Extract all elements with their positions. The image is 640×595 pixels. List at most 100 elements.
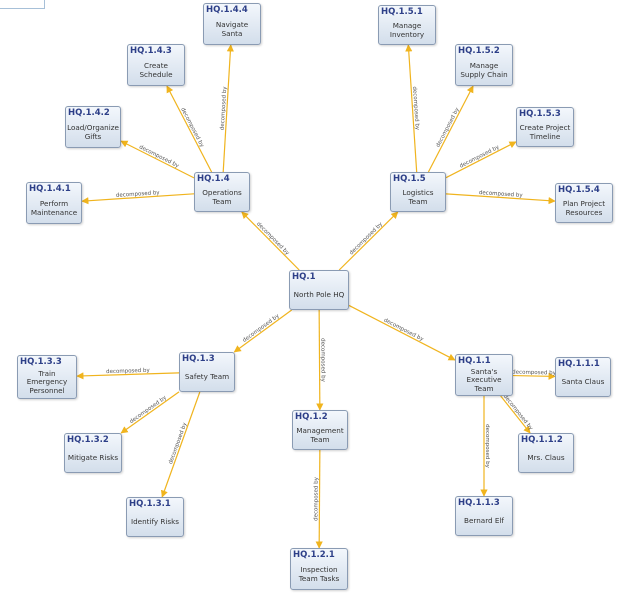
node-id: HQ.1.1 (458, 356, 491, 366)
node-hq-1-4-3[interactable]: HQ.1.4.3 Create Schedule (127, 44, 185, 86)
edge-label: decomposed by (459, 144, 501, 170)
node-label: Santa's Executive Team (466, 366, 502, 393)
edge-label: decomposed by (435, 106, 461, 148)
node-hq-1-3-3[interactable]: HQ.1.3.3 Train Emergency Personnel (17, 355, 77, 399)
node-hq-1-4[interactable]: HQ.1.4 Operations Team (194, 172, 250, 212)
node-id: HQ.1.2.1 (293, 550, 335, 560)
edge-hq15-hq153 (445, 141, 517, 179)
edge-label: decomposed by (220, 86, 229, 131)
edge-hq14-hq144 (222, 44, 234, 173)
node-id: HQ.1.1.1 (558, 359, 600, 369)
edge-hq13-hq131 (160, 391, 201, 498)
node-label: Manage Supply Chain (460, 60, 508, 79)
node-id: HQ.1.4.2 (68, 108, 110, 118)
node-id: HQ.1.4.3 (130, 46, 172, 56)
edge-hq1-hq14 (241, 211, 300, 271)
node-label: Manage Inventory (389, 20, 425, 39)
node-hq-1-1-1[interactable]: HQ.1.1.1 Santa Claus (555, 357, 611, 397)
node-id: HQ.1.5.4 (558, 185, 600, 195)
edge-label: decomposed by (242, 313, 281, 344)
edge-label: decomposed by (168, 421, 189, 465)
edge-hq14-hq143 (166, 85, 213, 173)
node-label: Mitigate Risks (67, 453, 119, 463)
edge-label: decomposed by (138, 144, 180, 169)
node-hq-1-3[interactable]: HQ.1.3 Safety Team (179, 352, 235, 392)
edge-hq11-hq111 (512, 372, 556, 380)
node-id: HQ.1.1.2 (521, 435, 563, 445)
edge-label: decomposed by (319, 338, 325, 382)
edge-label: decomposed by (313, 476, 319, 520)
node-label: Bernard Elf (464, 516, 504, 526)
edge-hq15-hq154 (445, 193, 556, 205)
node-id: HQ.1.3 (182, 354, 215, 364)
edge-hq13-hq133 (76, 372, 180, 380)
edge-hq14-hq142 (120, 140, 195, 179)
edge-hq12-hq121 (315, 449, 323, 549)
node-hq-1-1[interactable]: HQ.1.1 Santa's Executive Team (455, 354, 513, 396)
node-hq-1-5-2[interactable]: HQ.1.5.2 Manage Supply Chain (455, 44, 513, 86)
node-id: HQ.1.5.3 (519, 109, 561, 119)
node-label: Create Schedule (139, 60, 173, 79)
edge-label: decomposed by (129, 394, 169, 425)
edge-hq1-hq13 (233, 309, 293, 353)
node-hq-1-5-4[interactable]: HQ.1.5.4 Plan Project Resources (555, 183, 613, 223)
edge-hq15-hq152 (427, 85, 474, 173)
node-label: Management Team (296, 425, 344, 444)
node-hq-1-4-4[interactable]: HQ.1.4.4 Navigate Santa (203, 3, 261, 45)
edge-label: decomposed by (349, 221, 385, 257)
node-id: HQ.1.3.3 (20, 357, 62, 367)
node-label: North Pole HQ (293, 290, 345, 300)
edge-label: decomposed by (411, 86, 420, 131)
node-label: Santa Claus (561, 377, 605, 387)
edge-label: decomposed by (255, 221, 291, 257)
node-label: Logistics Team (402, 187, 434, 206)
edge-hq13-hq132 (120, 391, 180, 434)
node-label: Inspection Team Tasks (298, 564, 340, 583)
edge-label: decomposed by (502, 394, 534, 433)
node-hq-1-4-1[interactable]: HQ.1.4.1 Perform Maintenance (26, 182, 82, 224)
node-label: Operations Team (202, 187, 242, 206)
node-hq-1-3-1[interactable]: HQ.1.3.1 Identify Risks (126, 497, 184, 537)
node-hq-1-1-2[interactable]: HQ.1.1.2 Mrs. Claus (518, 433, 574, 473)
edge-hq15-hq151 (405, 44, 418, 173)
node-label: Plan Project Resources (562, 198, 606, 217)
node-hq-1-2[interactable]: HQ.1.2 Management Team (292, 410, 348, 450)
edge-hq11-hq112 (500, 395, 531, 434)
node-hq-1-5-3[interactable]: HQ.1.5.3 Create Project Timeline (516, 107, 574, 147)
node-id: HQ.1.1.3 (458, 498, 500, 508)
node-id: HQ.1.4.1 (29, 184, 71, 194)
edge-hq1-hq11 (348, 304, 456, 361)
node-id: HQ.1 (292, 272, 316, 282)
node-id: HQ.1.5.1 (381, 7, 423, 17)
node-hq-1-5[interactable]: HQ.1.5 Logistics Team (390, 172, 446, 212)
node-hq-1-1-3[interactable]: HQ.1.1.3 Bernard Elf (455, 496, 513, 536)
edge-label: decomposed by (479, 190, 524, 199)
edge-label: decomposed by (116, 190, 161, 199)
edge-hq1-hq12 (316, 309, 324, 411)
node-label: Create Project Timeline (519, 122, 571, 141)
node-hq-1[interactable]: HQ.1 North Pole HQ (289, 270, 349, 310)
edge-label: decomposed by (383, 317, 425, 343)
edge-hq14-hq141 (81, 193, 195, 205)
node-label: Perform Maintenance (30, 198, 78, 217)
node-id: HQ.1.4 (197, 174, 230, 184)
node-hq-1-5-1[interactable]: HQ.1.5.1 Manage Inventory (378, 5, 436, 45)
node-label: Navigate Santa (215, 19, 249, 38)
edge-label: decomposed by (179, 107, 205, 149)
node-hq-1-4-2[interactable]: HQ.1.4.2 Load/Organize Gifts (65, 106, 121, 148)
node-label: Mrs. Claus (527, 453, 565, 463)
edge-label: decomposed by (484, 424, 490, 468)
window-tab-stub (0, 0, 45, 9)
node-id: HQ.1.4.4 (206, 5, 248, 15)
edge-hq1-hq15 (338, 211, 399, 271)
node-id: HQ.1.5 (393, 174, 426, 184)
edge-label: decomposed by (512, 370, 557, 377)
node-id: HQ.1.2 (295, 412, 328, 422)
node-hq-1-3-2[interactable]: HQ.1.3.2 Mitigate Risks (64, 433, 122, 473)
node-id: HQ.1.5.2 (458, 46, 500, 56)
node-id: HQ.1.3.2 (67, 435, 109, 445)
node-label: Train Emergency Personnel (26, 368, 68, 395)
node-hq-1-2-1[interactable]: HQ.1.2.1 Inspection Team Tasks (290, 548, 348, 590)
